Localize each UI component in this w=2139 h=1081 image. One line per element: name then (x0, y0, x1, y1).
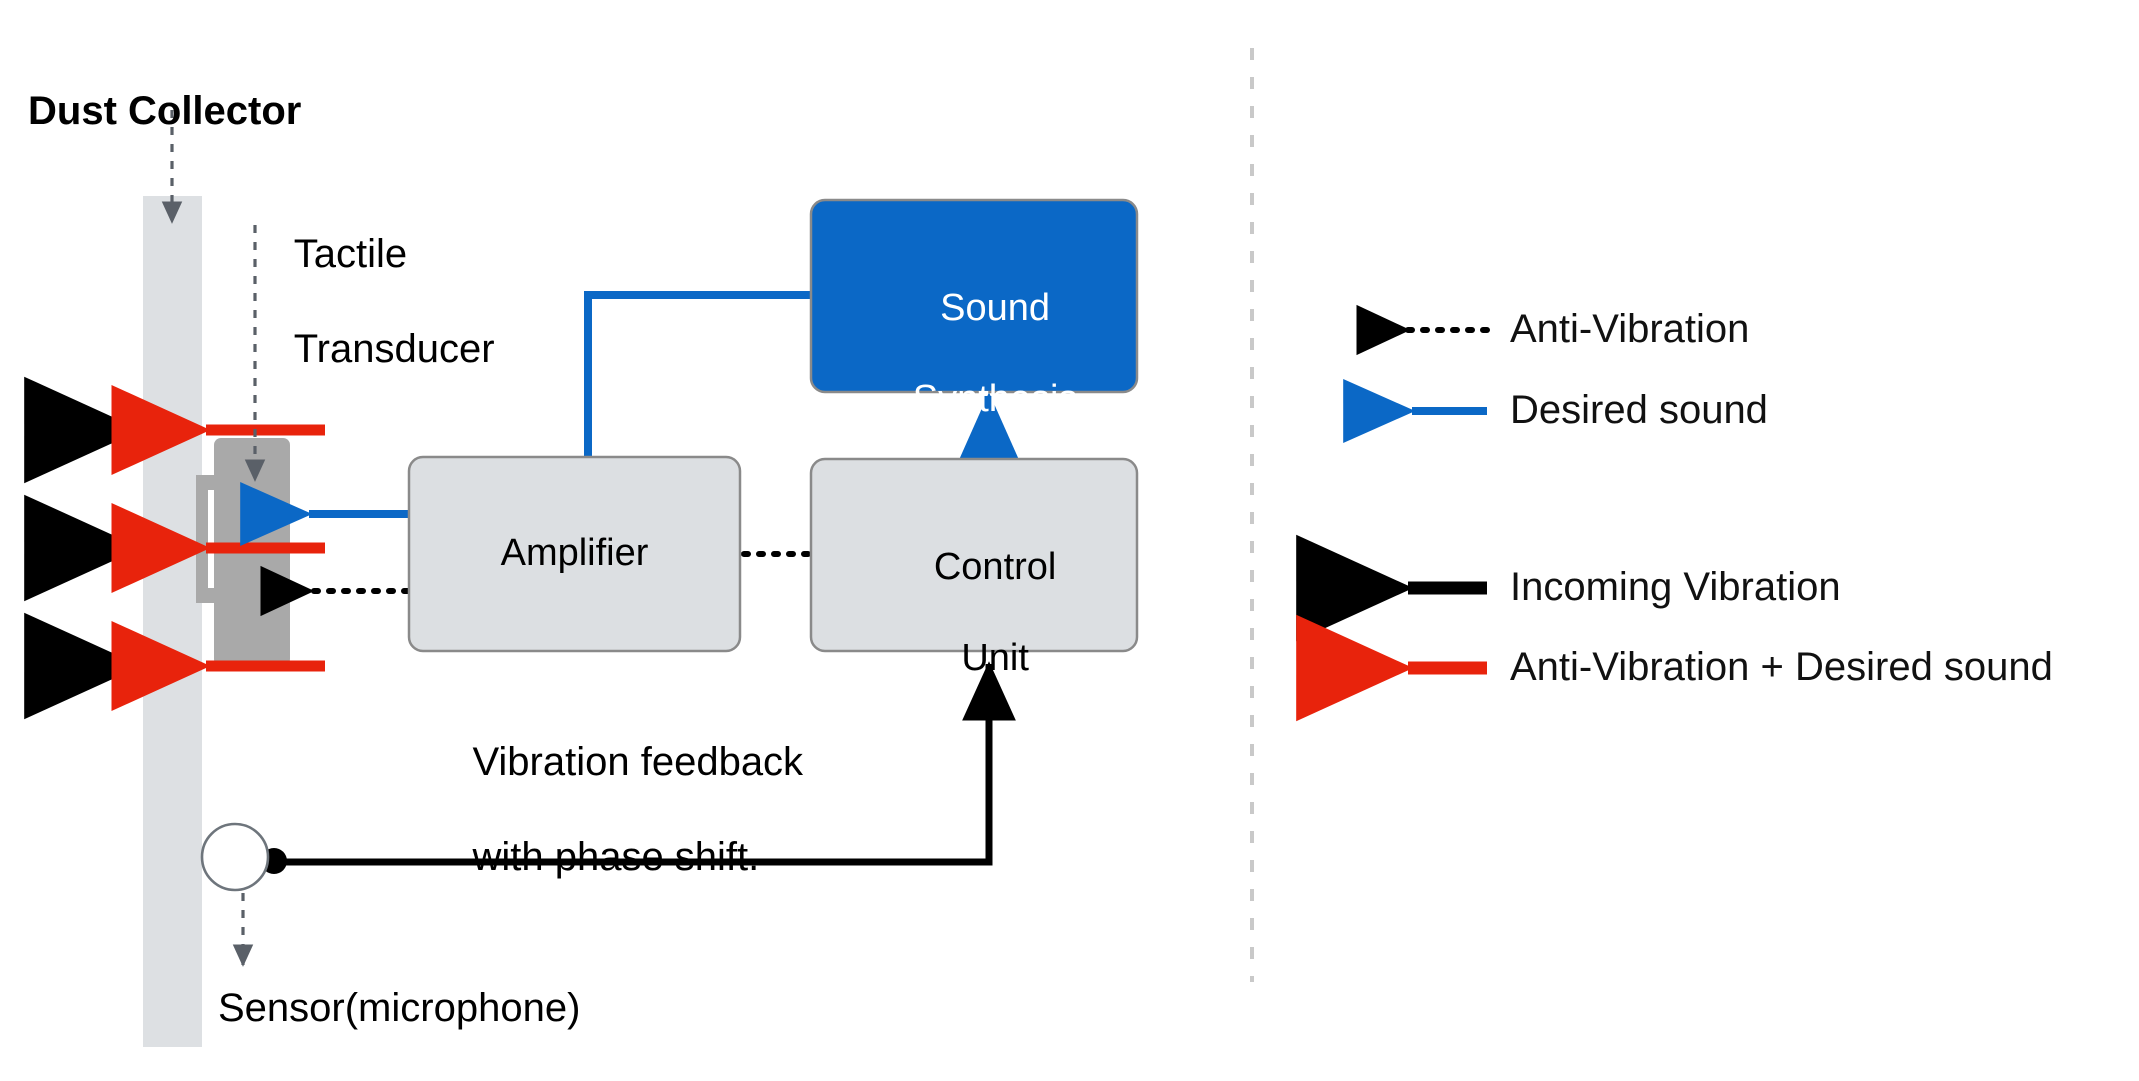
control-unit-label-line1: Control (933, 545, 1057, 588)
legend-label-desired-sound: Desired sound (1510, 388, 1768, 432)
dust-collector-label: Dust Collector (28, 89, 302, 133)
legend-swatches (1296, 304, 1490, 722)
tactile-transducer-label-line1: Tactile (293, 232, 408, 277)
sensor-microphone-circle (200, 822, 270, 892)
amplifier-box[interactable] (407, 455, 742, 653)
sound-synthesis-box[interactable] (809, 198, 1139, 394)
vibration-feedback-note-line2: with phase shift. (472, 834, 760, 879)
control-unit-label-line2: Unit (961, 636, 1029, 679)
vibration-feedback-note-line1: Vibration feedback (472, 740, 804, 785)
legend-label-anti-vibration: Anti-Vibration (1510, 307, 1750, 351)
anti-vibration-plus-sound-arrows (111, 384, 325, 712)
legend-label-anti-vibration-plus-sound: Anti-Vibration + Desired sound (1510, 645, 2053, 689)
dust-collector-column (143, 196, 202, 1047)
tactile-transducer-label: Tactile Transducer (250, 184, 495, 420)
legend-label-incoming-vibration: Incoming Vibration (1510, 565, 1841, 609)
control-unit-box[interactable] (809, 457, 1139, 653)
sensor-microphone-label: Sensor(microphone) (218, 986, 581, 1030)
amplifier-box-label: Amplifier (500, 532, 649, 574)
sensor-to-control-unit-line (272, 661, 1016, 866)
sound-synthesis-to-amplifier-line (584, 291, 810, 457)
tactile-transducer-label-line2: Transducer (293, 326, 495, 371)
vibration-feedback-note: Vibration feedback with phase shift. (428, 692, 803, 928)
sound-synthesis-label-line2: Synthesis (912, 377, 1078, 420)
incoming-vibration-arrows (24, 376, 142, 720)
sound-synthesis-box-label: Sound Synthesis (811, 240, 1137, 468)
sound-synthesis-label-line1: Sound (940, 286, 1051, 329)
control-unit-box-label: Control Unit (811, 499, 1137, 727)
